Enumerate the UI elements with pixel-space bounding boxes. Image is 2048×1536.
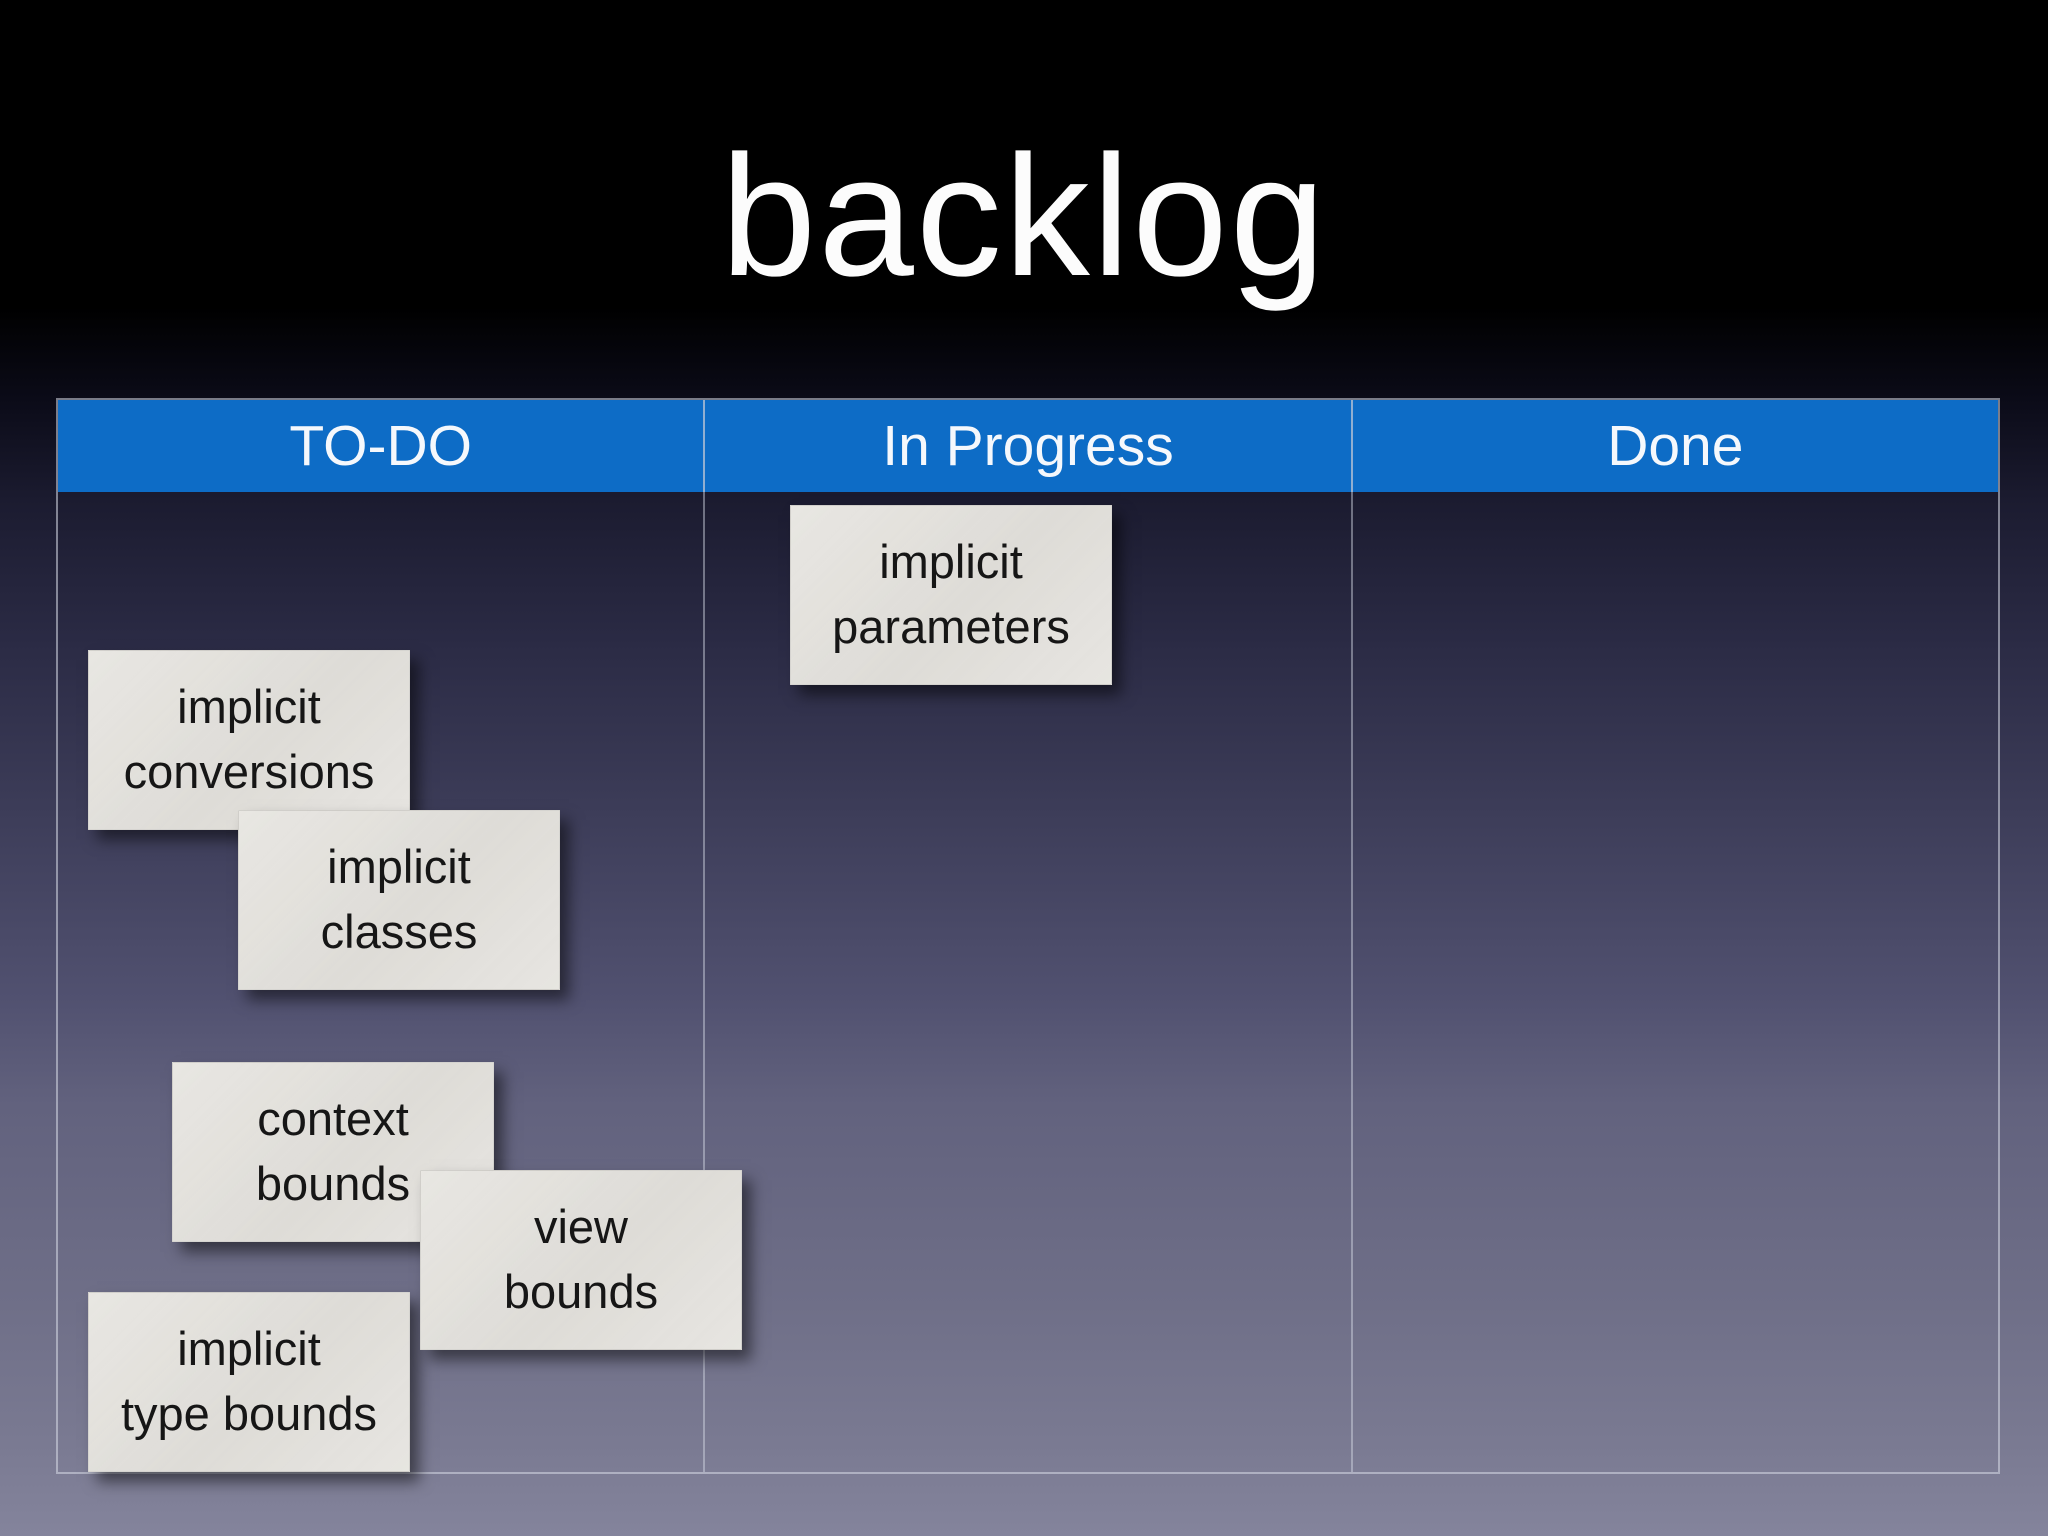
- column-body-in-progress: [705, 492, 1353, 1472]
- card-implicit-conversions: implicit conversions: [88, 650, 410, 830]
- column-header-in-progress: In Progress: [705, 400, 1353, 492]
- board-body: [58, 492, 1998, 1472]
- card-label: view bounds: [503, 1200, 659, 1318]
- column-body-todo: [58, 492, 706, 1472]
- column-header-done: Done: [1352, 400, 1998, 492]
- card-label: implicit parameters: [832, 535, 1070, 653]
- column-body-done: [1353, 492, 1998, 1472]
- card-implicit-classes: implicit classes: [238, 810, 560, 990]
- card-label: context bounds: [255, 1092, 411, 1210]
- card-view-bounds: view bounds: [420, 1170, 742, 1350]
- kanban-board: TO-DO In Progress Done: [56, 398, 2000, 1474]
- card-implicit-parameters: implicit parameters: [790, 505, 1112, 685]
- board-header-row: TO-DO In Progress Done: [58, 400, 1998, 492]
- card-label: implicit classes: [320, 840, 478, 958]
- card-label: implicit conversions: [123, 680, 375, 798]
- slide-title: backlog: [720, 120, 1328, 312]
- card-label: implicit type bounds: [120, 1322, 378, 1440]
- column-header-todo: TO-DO: [58, 400, 706, 492]
- card-implicit-type-bounds: implicit type bounds: [88, 1292, 410, 1472]
